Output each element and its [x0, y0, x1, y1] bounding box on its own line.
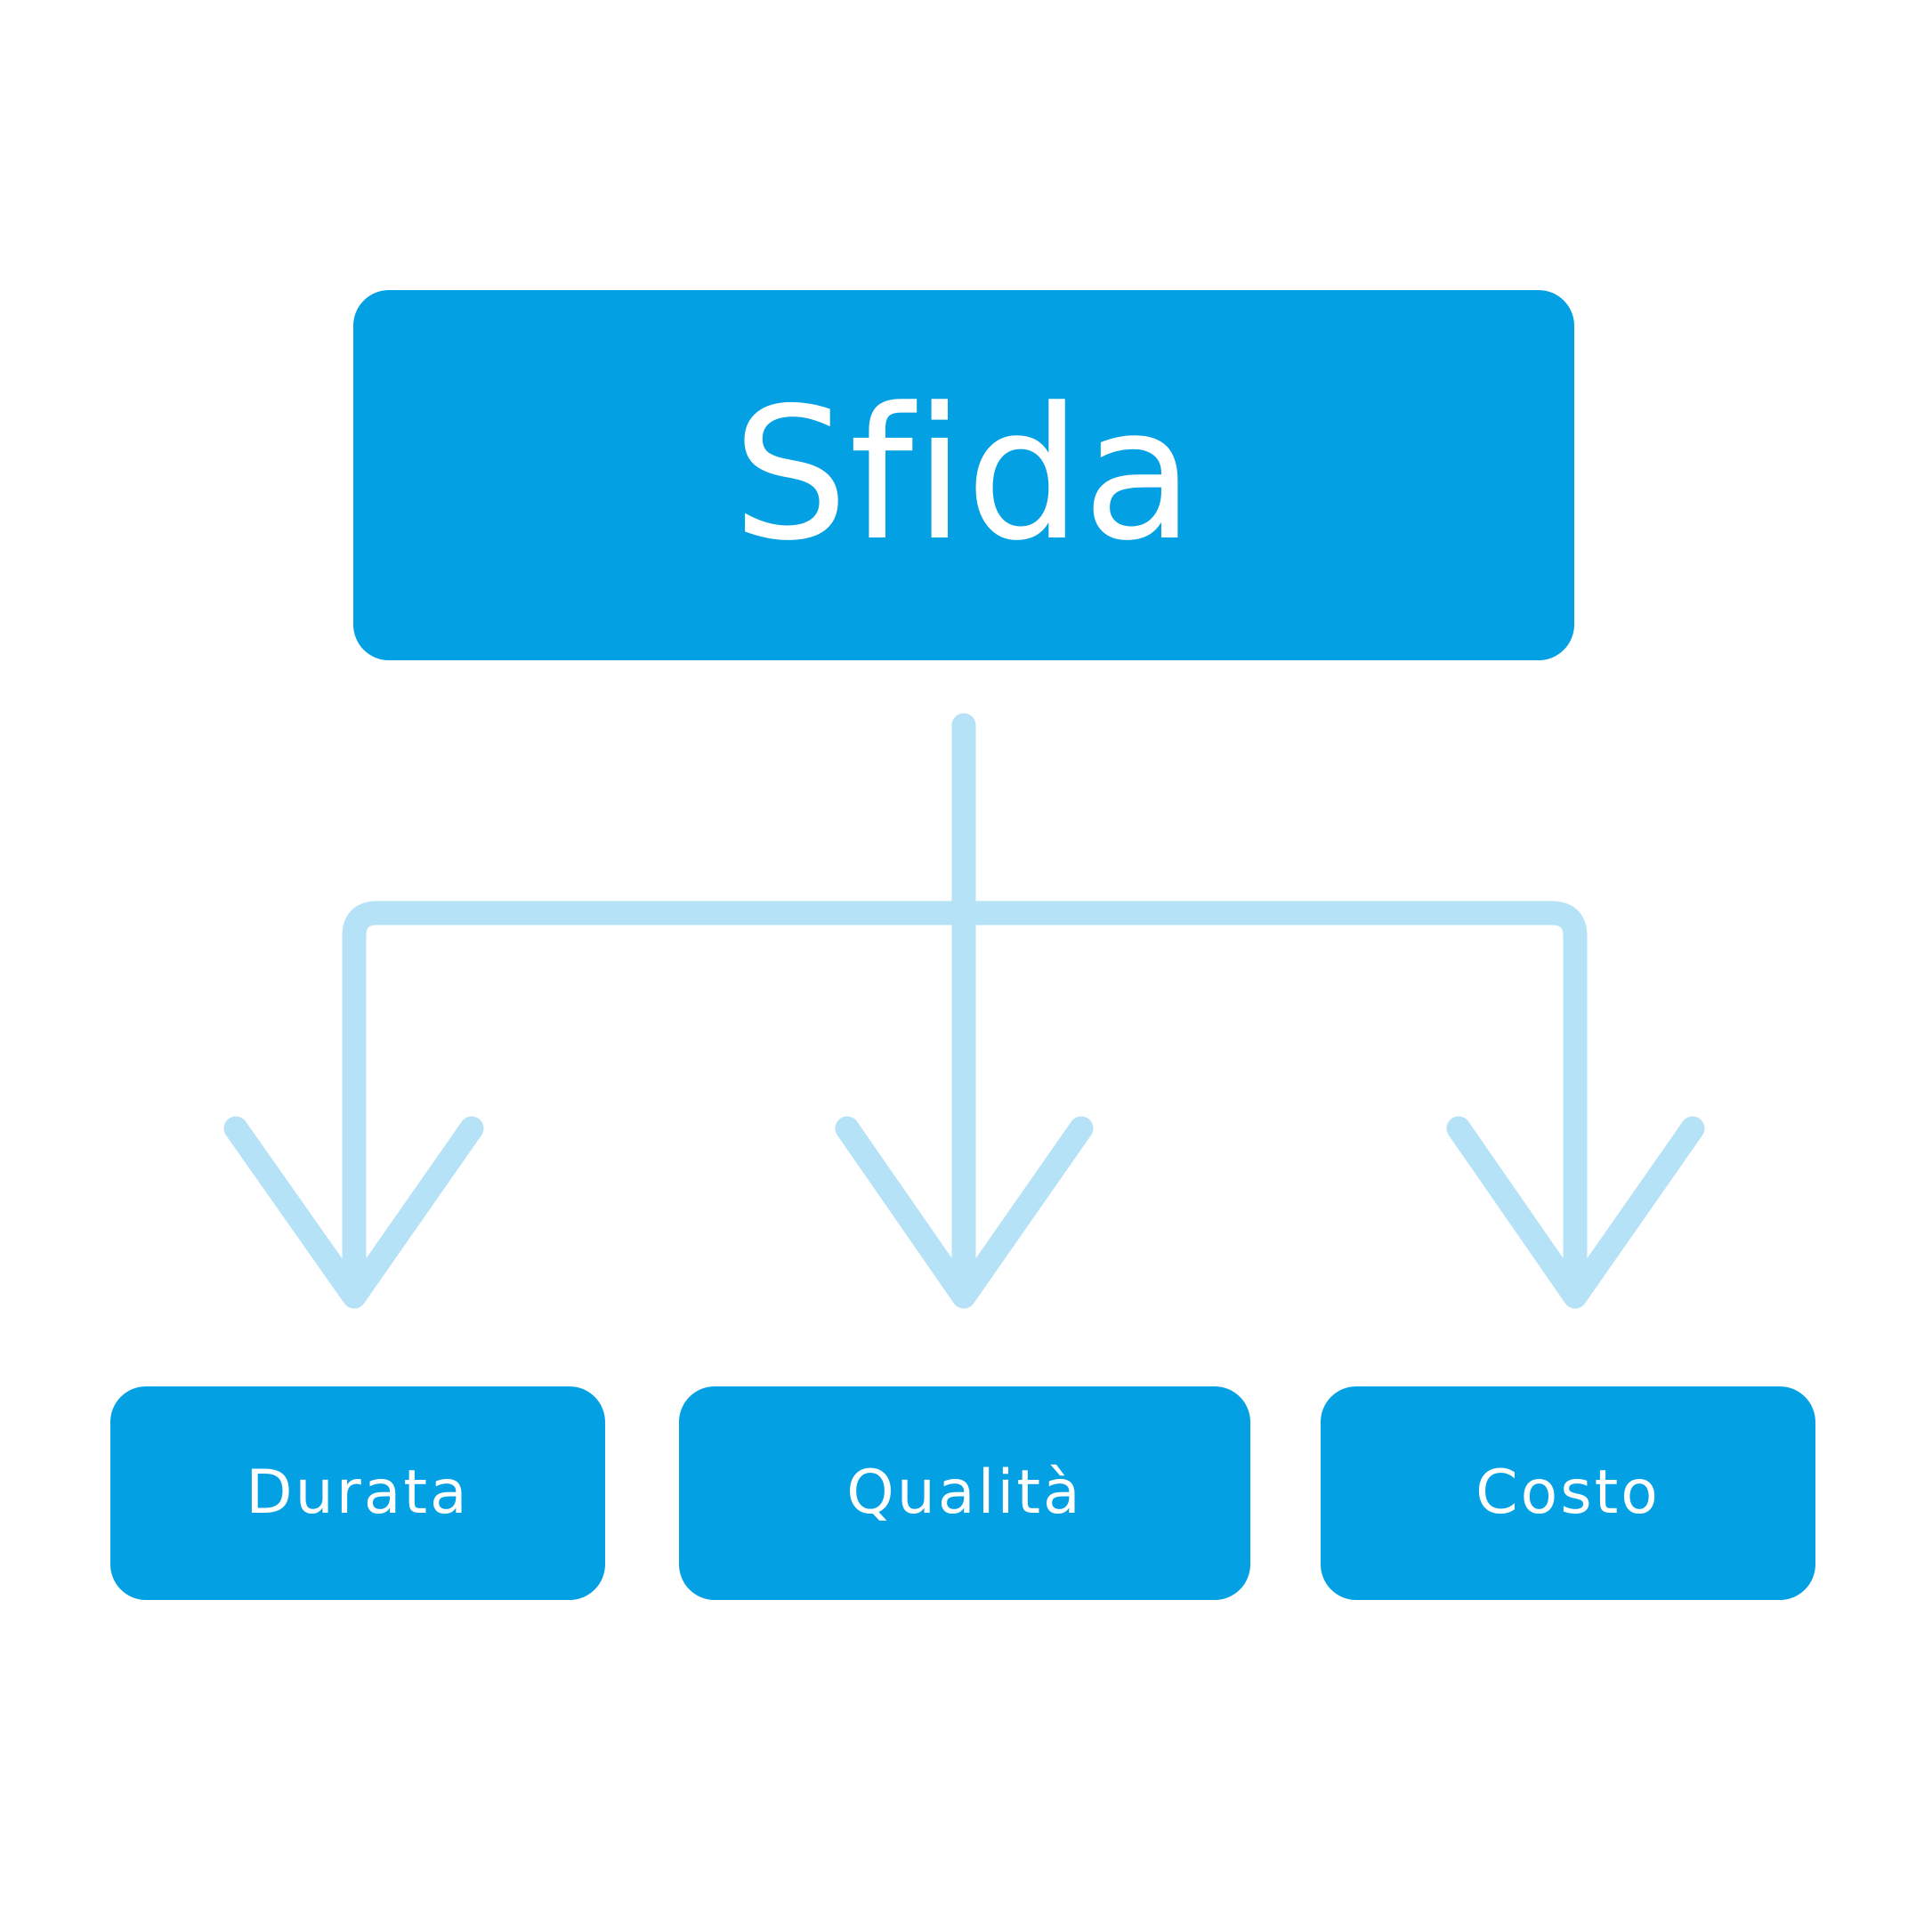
- child-node-label: Durata: [246, 1458, 470, 1528]
- child-node-label: Qualità: [846, 1458, 1083, 1528]
- child-node-label: Costo: [1475, 1458, 1661, 1528]
- arrowhead-right: [1446, 1116, 1705, 1309]
- child-node-costo: Costo: [1321, 1386, 1815, 1600]
- arrowhead-left: [223, 1116, 484, 1309]
- arrowhead-center: [835, 1116, 1094, 1309]
- branch-bus-line: [342, 901, 1588, 1303]
- root-node-sfida: Sfida: [353, 290, 1574, 660]
- root-node-label: Sfida: [732, 368, 1195, 581]
- child-node-qualita: Qualità: [679, 1386, 1250, 1600]
- child-node-durata: Durata: [110, 1386, 605, 1600]
